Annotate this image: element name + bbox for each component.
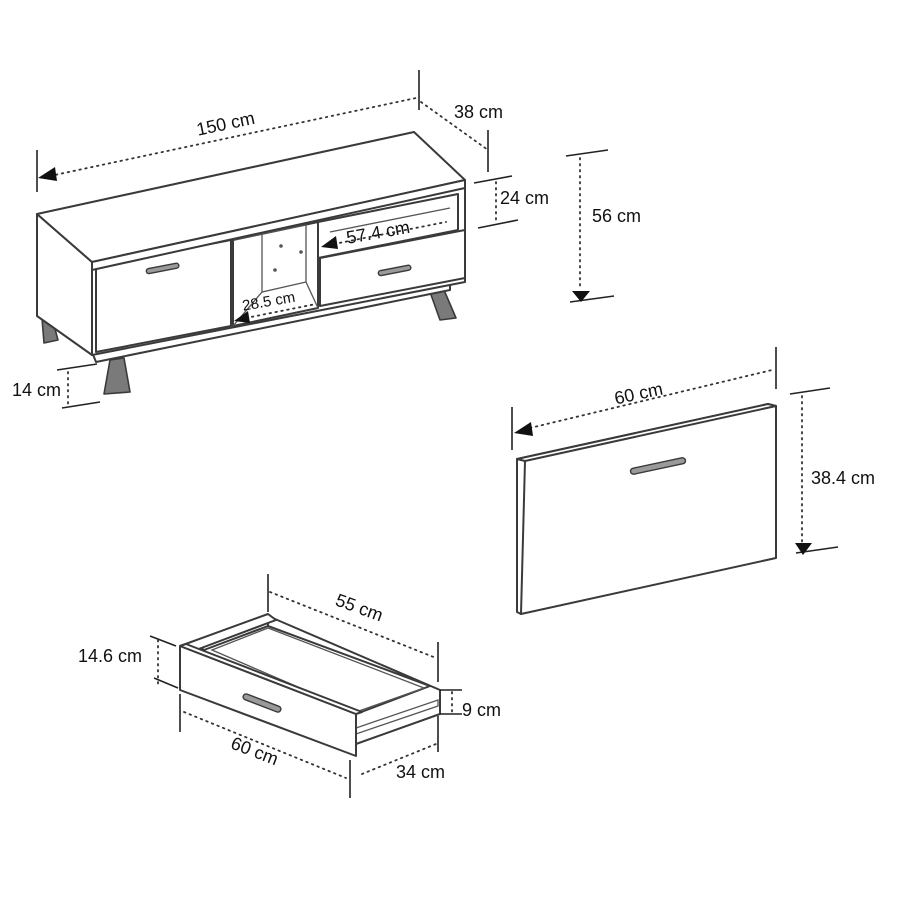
label-unit-height: 56 cm	[592, 206, 641, 226]
dim-drawer-depth: 34 cm	[361, 716, 445, 782]
label-unit-width: 150 cm	[195, 108, 257, 140]
right-drawer-handle	[377, 264, 412, 277]
label-drawer-side-height: 9 cm	[462, 700, 501, 720]
dim-unit-depth: 38 cm	[420, 101, 503, 172]
label-leg-height: 14 cm	[12, 380, 61, 400]
label-door-height: 38.4 cm	[811, 468, 875, 488]
door-panel	[516, 403, 777, 615]
label-drawer-front-width: 60 cm	[228, 733, 281, 769]
label-unit-depth: 38 cm	[454, 102, 503, 122]
label-drawer-depth: 34 cm	[396, 762, 445, 782]
dim-drawer-front-height: 14.6 cm	[78, 635, 179, 689]
top-board-edge	[91, 179, 466, 271]
dim-shelf-height: 24 cm	[473, 175, 549, 229]
drawer-handle	[242, 693, 282, 713]
label-door-width: 60 cm	[613, 379, 665, 409]
door-front	[516, 403, 777, 615]
door-edge	[516, 403, 777, 462]
label-shelf-height: 24 cm	[500, 188, 549, 208]
front-right-leg	[429, 289, 457, 321]
front-left-leg	[103, 357, 131, 395]
drawer-box	[179, 613, 441, 757]
dim-unit-height: 56 cm	[565, 149, 641, 303]
drawer-front-edge	[179, 643, 363, 715]
dim-leg-height: 14 cm	[12, 363, 101, 409]
dim-door-height: 38.4 cm	[789, 387, 875, 555]
upper-shelf-opening	[317, 193, 459, 259]
left-door-handle	[145, 262, 180, 275]
tv-unit	[36, 131, 466, 395]
door-handle	[629, 457, 687, 475]
drawer-left-side	[179, 613, 277, 651]
label-drawer-length: 55 cm	[333, 590, 386, 626]
label-drawer-front-height: 14.6 cm	[78, 646, 142, 666]
dim-drawer-side-height: 9 cm	[440, 689, 501, 720]
